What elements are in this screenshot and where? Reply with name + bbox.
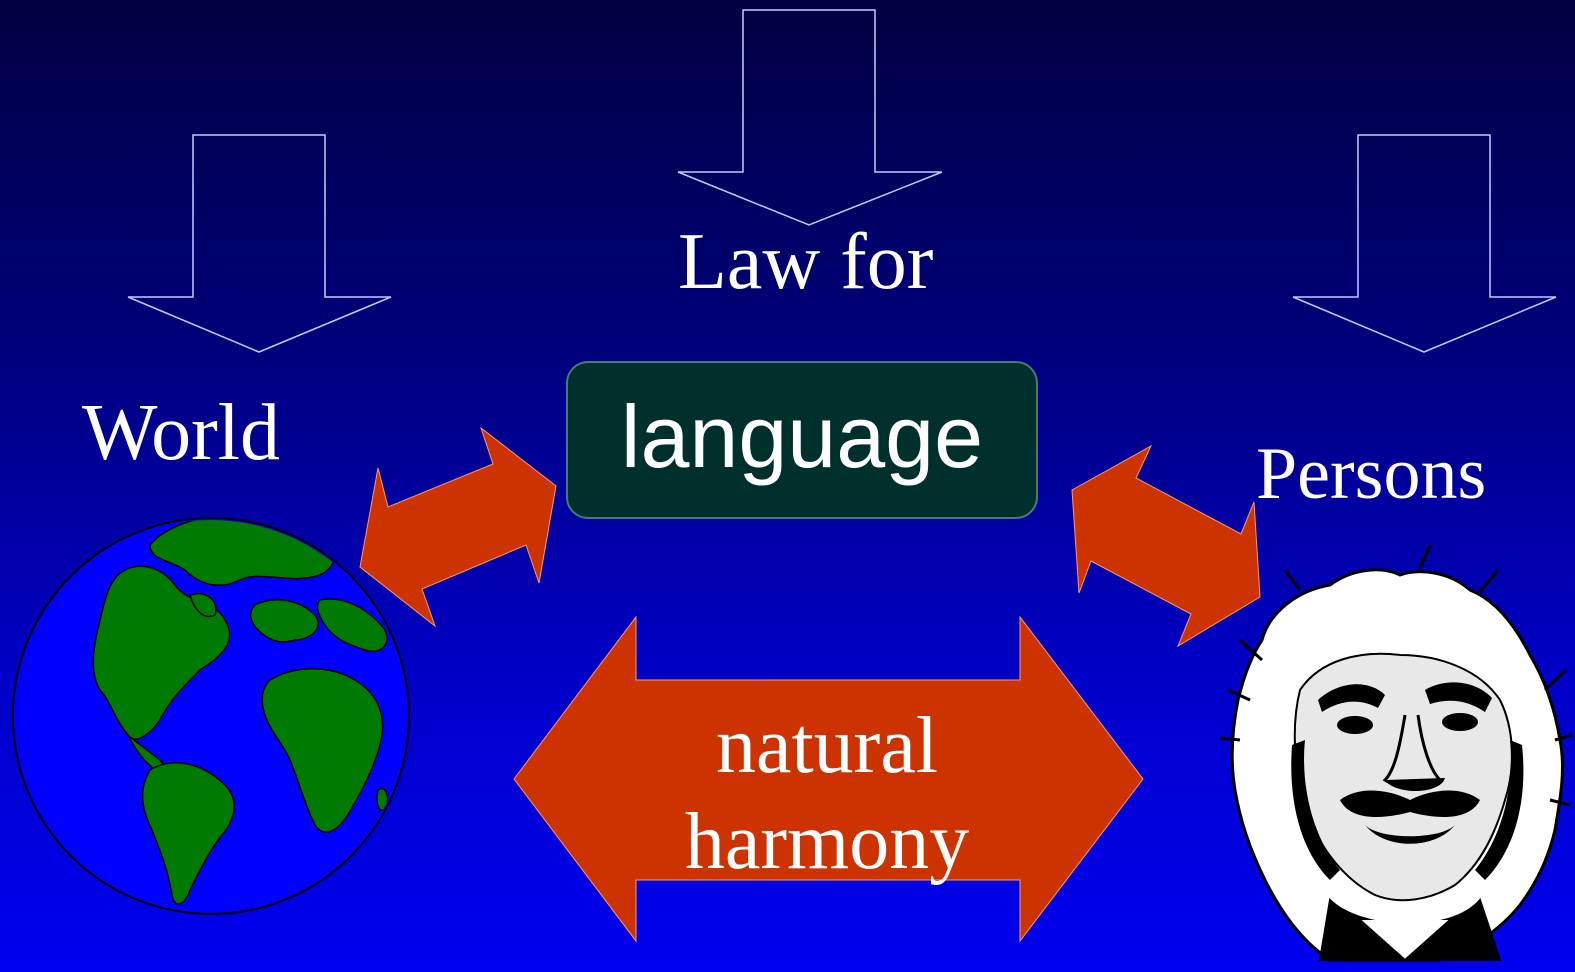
double-arrow-natural-harmony xyxy=(513,615,1144,943)
natural-harmony-line2: harmony xyxy=(684,798,970,886)
double-arrow-language-persons xyxy=(1071,444,1261,648)
double-arrow-world-language xyxy=(359,426,557,628)
language-box: language xyxy=(566,361,1038,519)
natural-harmony-line1: natural xyxy=(715,702,939,790)
natural-harmony-label: natural harmony xyxy=(612,698,1042,890)
down-arrow-left xyxy=(127,134,392,353)
language-label: language xyxy=(620,387,984,486)
persons-label: Persons xyxy=(1256,433,1487,515)
globe-icon xyxy=(12,517,410,915)
person-portrait-icon xyxy=(1219,544,1573,962)
down-arrow-center xyxy=(677,9,943,226)
down-arrow-right xyxy=(1292,134,1557,353)
world-label: World xyxy=(82,389,280,477)
law-for-label: Law for xyxy=(678,218,934,306)
